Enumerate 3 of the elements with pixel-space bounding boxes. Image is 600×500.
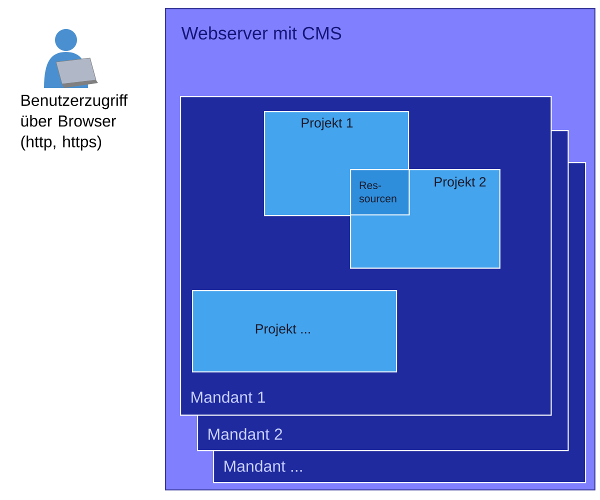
project-box: Projekt ... (192, 290, 398, 372)
resource-box: Res-sourcen (350, 169, 410, 216)
user-access-label: Benutzerzugriff über Browser (http, https) (21, 94, 128, 151)
